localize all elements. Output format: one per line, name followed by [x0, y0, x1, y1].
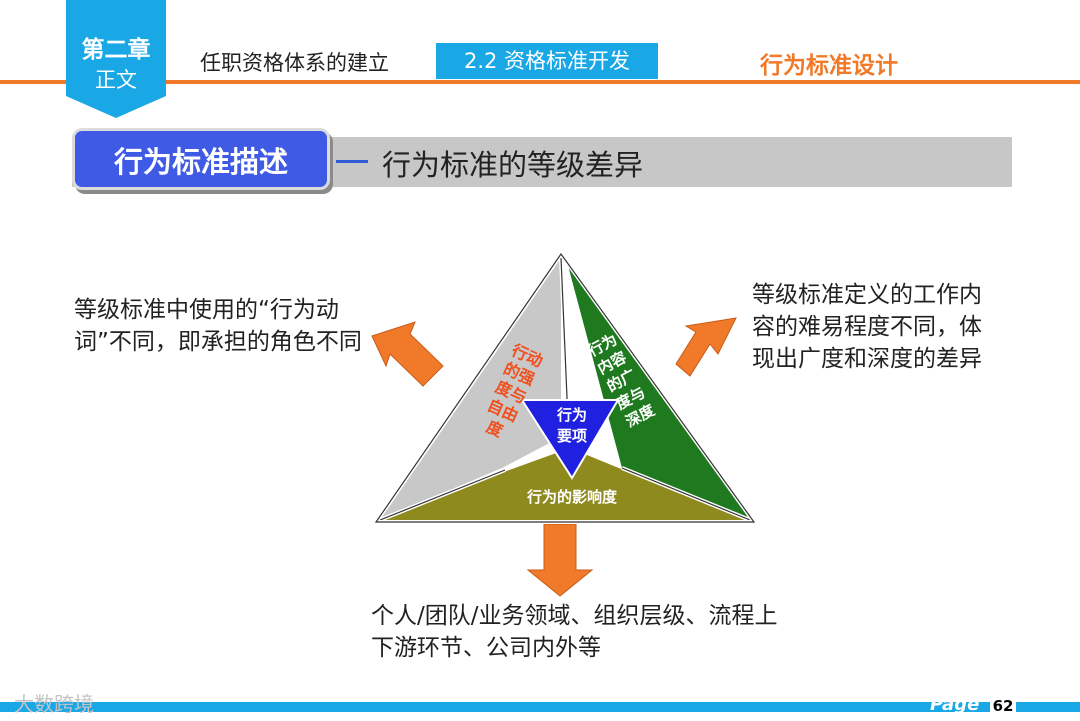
chapter-badge: [66, 0, 166, 118]
down-arrow: [526, 523, 594, 597]
center-label-2: 要项: [557, 427, 587, 445]
bottom-face-label: 行为的影响度: [526, 488, 618, 506]
page-title: 行为标准的等级差异: [382, 148, 644, 182]
center-core: [520, 399, 620, 480]
title-connector: [336, 160, 368, 163]
page-label: Page: [930, 694, 980, 715]
header-divider: [0, 80, 1080, 84]
watermark-text: 大数跨境: [14, 692, 94, 716]
chapter-sublabel: 正文: [95, 68, 137, 92]
chapter-label: 第二章: [81, 37, 151, 63]
left-face: [380, 258, 561, 520]
subsection-tab[interactable]: 2.2 资格标准开发: [436, 43, 658, 79]
right-arrow: [675, 317, 737, 377]
left-annotation: 等级标准中使用的“行为动词”不同，即承担的角色不同: [74, 297, 362, 356]
topic-title: 行为标准设计: [760, 53, 898, 79]
page-number: 62: [990, 696, 1016, 716]
bottom-annotation: 个人/团队/业务领域、组织层级、流程上下游环节、公司内外等: [371, 603, 778, 662]
footer-bar: [0, 702, 1080, 712]
left-arrow: [371, 321, 444, 387]
center-label-1: 行为: [556, 406, 587, 424]
section-title: 任职资格体系的建立: [200, 51, 389, 75]
bottom-face: [383, 448, 746, 520]
title-badge: 行为标准描述: [72, 128, 330, 190]
right-annotation: 等级标准定义的工作内容的难易程度不同，体现出广度和深度的差异: [752, 282, 982, 373]
